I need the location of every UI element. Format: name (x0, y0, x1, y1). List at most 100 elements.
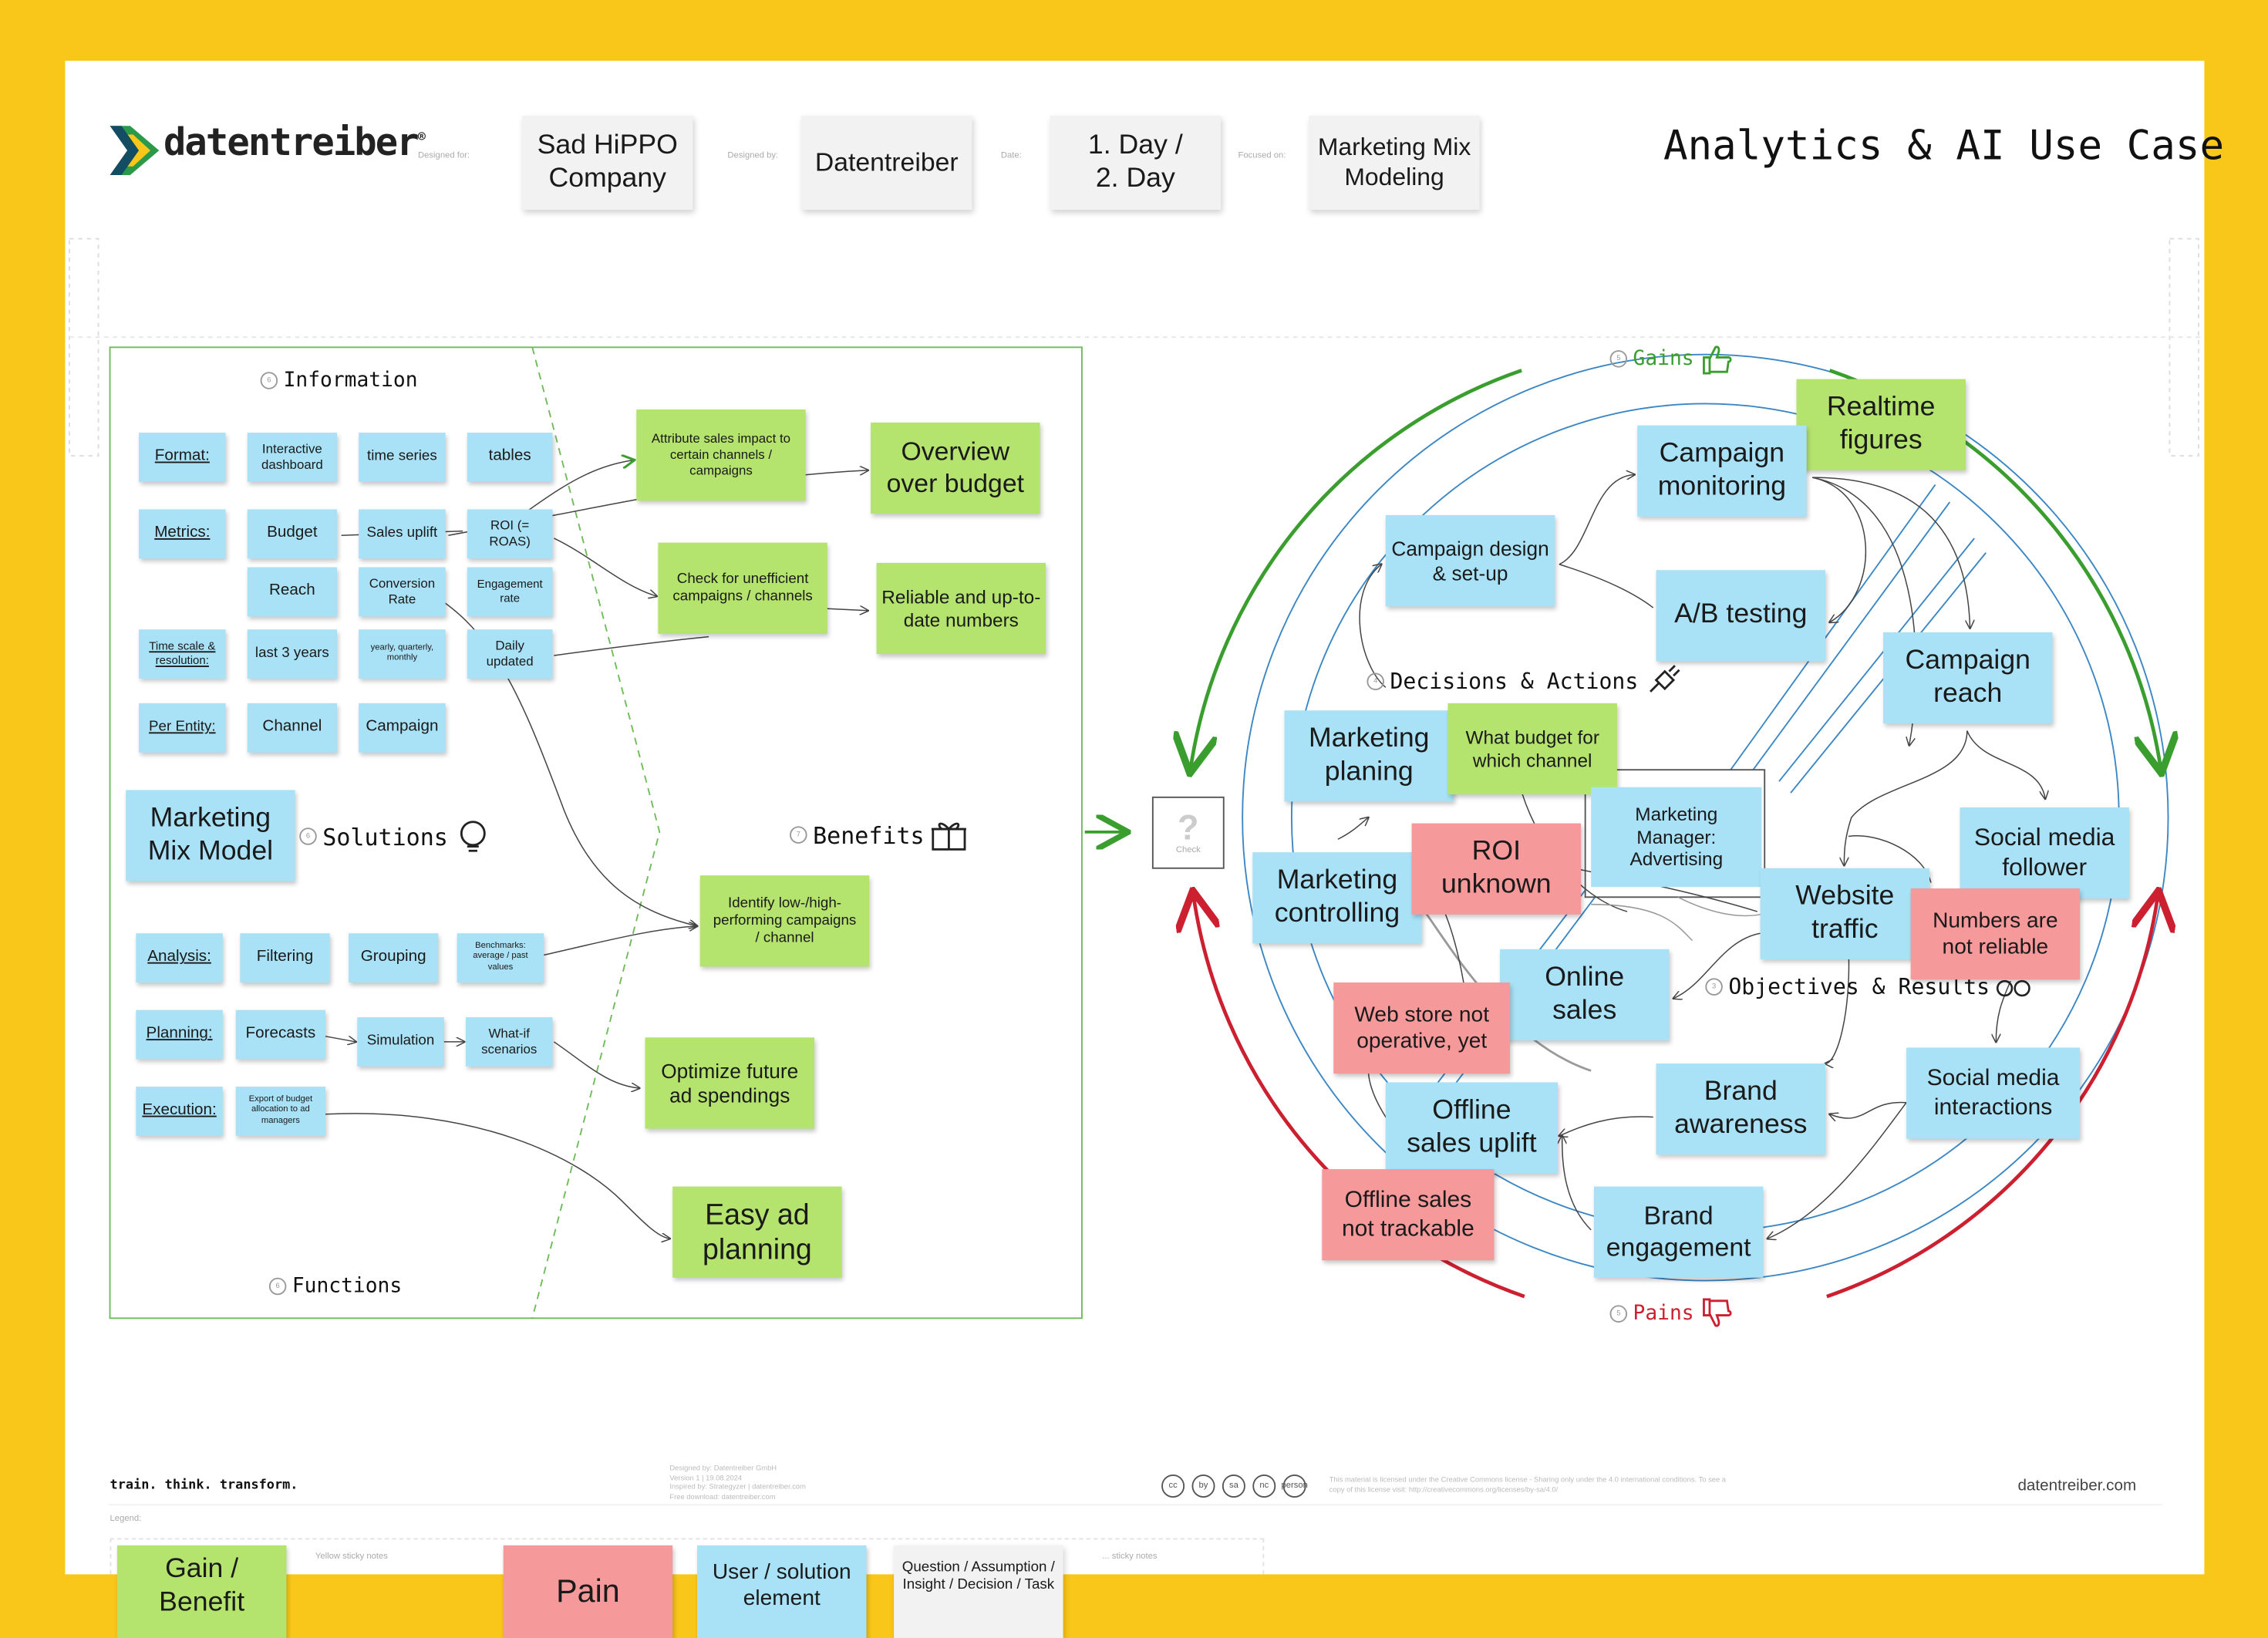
timescale-resolution[interactable]: yearly, quarterly, monthly (359, 629, 446, 679)
pain-offline-not-trackable[interactable]: Offline sales not trackable (1322, 1169, 1495, 1261)
campaign-design-setup[interactable]: Campaign design & set-up (1385, 514, 1555, 607)
legend-label: Legend: (110, 1515, 142, 1524)
timescale-last-3-years[interactable]: last 3 years (247, 629, 338, 679)
check-box (1151, 796, 1225, 869)
cc-sa-icon: sa (1222, 1474, 1245, 1498)
benefit-optimize-spendings[interactable]: Optimize future ad spendings (645, 1037, 814, 1129)
legend-gain: Gain / Benefit (116, 1545, 287, 1638)
format-tables[interactable]: tables (467, 433, 553, 482)
focused-on-label: Focused on: (1238, 152, 1286, 161)
metric-conversion-rate[interactable]: Conversion Rate (359, 567, 446, 617)
timescale-label[interactable]: Time scale & resolution: (139, 629, 226, 679)
benefit-easy-ad-planning[interactable]: Easy ad planning (672, 1186, 842, 1278)
metric-reach[interactable]: Reach (247, 567, 338, 617)
timescale-daily-updated[interactable]: Daily updated (467, 629, 553, 679)
online-sales[interactable]: Online sales (1499, 949, 1670, 1041)
side-tab-right (2169, 238, 2199, 457)
metric-engagement-rate[interactable]: Engagement rate (467, 567, 553, 617)
brand-engagement[interactable]: Brand engagement (1593, 1186, 1764, 1278)
format-interactive-dashboard[interactable]: Interactive dashboard (247, 433, 338, 482)
dashed-divider (531, 347, 661, 1319)
metrics-label[interactable]: Metrics: (139, 509, 226, 559)
gain-realtime-figures[interactable]: Realtime figures (1796, 379, 1966, 470)
pain-web-store[interactable]: Web store not operative, yet (1333, 982, 1511, 1074)
legend-outline (110, 1538, 1265, 1575)
entity-label[interactable]: Per Entity: (139, 703, 226, 753)
thumbs-down-icon (1703, 1298, 1732, 1327)
designed-by-value[interactable]: Datentreiber (801, 116, 972, 211)
benefit-identify-campaigns[interactable]: Identify low-/high-performing campaigns … (699, 875, 870, 967)
side-tab-left (69, 238, 99, 457)
benefit-attribute-sales[interactable]: Attribute sales impact to certain channe… (636, 409, 806, 501)
analysis-benchmarks[interactable]: Benchmarks: average / past values (457, 933, 544, 983)
results-icon (1996, 979, 2030, 997)
date-value[interactable]: 1. Day / 2. Day (1050, 116, 1222, 211)
page-title: Analytics & AI Use Case (1663, 121, 2225, 170)
cc-person-icon: person (1281, 1474, 1308, 1498)
social-media-follower[interactable]: Social media follower (1960, 807, 2129, 899)
footer-tagline: train. think. transform. (110, 1478, 298, 1494)
website-traffic[interactable]: Website traffic (1760, 868, 1930, 959)
metric-sales-uplift[interactable]: Sales uplift (359, 509, 446, 559)
metric-budget[interactable]: Budget (247, 509, 338, 559)
format-time-series[interactable]: time series (359, 433, 446, 482)
benefit-check-unefficient[interactable]: Check for unefficient campaigns / channe… (658, 542, 827, 634)
planning-forecasts[interactable]: Forecasts (235, 1009, 326, 1060)
legend-question: Question / Assumption / Insight / Decisi… (894, 1545, 1063, 1638)
footer-website[interactable]: datentreiber.com (2017, 1477, 2137, 1495)
legend-user-element: User / solution element (697, 1545, 867, 1638)
format-label[interactable]: Format: (139, 433, 226, 482)
check-box-content[interactable]: ? Check (1153, 797, 1224, 868)
thumbs-up-icon (1703, 345, 1732, 375)
legend-pain: Pain (503, 1545, 673, 1638)
entity-channel[interactable]: Channel (247, 703, 338, 753)
metric-roi[interactable]: ROI (= ROAS) (467, 509, 553, 559)
marketing-controlling[interactable]: Marketing controlling (1252, 852, 1422, 944)
pain-numbers-not-reliable[interactable]: Numbers are not reliable (1910, 888, 2081, 980)
execution-export[interactable]: Export of budget allocation to ad manage… (235, 1087, 326, 1136)
solution-marketing-mix-model[interactable]: Marketing Mix Model (126, 790, 295, 881)
brand-awareness[interactable]: Brand awareness (1656, 1063, 1826, 1155)
campaign-reach[interactable]: Campaign reach (1883, 632, 2053, 724)
cc-icon: cc (1161, 1474, 1185, 1498)
planning-simulation[interactable]: Simulation (357, 1017, 444, 1067)
question-icon: ? (1178, 807, 1199, 848)
datentreiber-logo-icon (110, 123, 160, 177)
pains-arc-right (1826, 895, 2158, 1299)
analysis-grouping[interactable]: Grouping (349, 933, 439, 983)
cc-by-icon: by (1191, 1474, 1215, 1498)
campaign-monitoring[interactable]: Campaign monitoring (1637, 425, 1807, 517)
analysis-label[interactable]: Analysis: (136, 933, 223, 983)
social-media-interactions[interactable]: Social media interactions (1906, 1047, 2081, 1139)
pains-arc-left (1193, 895, 1525, 1299)
execution-label[interactable]: Execution: (136, 1087, 223, 1136)
entity-campaign[interactable]: Campaign (359, 703, 446, 753)
benefit-reliable-numbers[interactable]: Reliable and up-to-date numbers (876, 562, 1046, 655)
brand-name: datentreiber® (163, 121, 426, 165)
designed-for-label: Designed for: (418, 152, 470, 161)
user-marketing-manager[interactable]: Marketing Manager: Advertising (1591, 787, 1762, 888)
gains-arc-left (1191, 369, 1522, 770)
lightbulb-icon (460, 821, 486, 852)
pain-roi-unknown[interactable]: ROI unknown (1411, 823, 1582, 915)
footer-license: This material is licensed under the Crea… (1329, 1475, 1727, 1495)
designed-for-value[interactable]: Sad HiPPO Company (522, 116, 693, 211)
cc-license-icons: cc by sa nc person (1161, 1474, 1308, 1498)
analysis-filtering[interactable]: Filtering (240, 933, 330, 983)
ab-testing[interactable]: A/B testing (1656, 570, 1826, 662)
planning-what-if[interactable]: What-if scenarios (465, 1017, 553, 1067)
check-label: Check (1175, 845, 1201, 854)
decision-budget-channel[interactable]: What budget for which channel (1447, 703, 1617, 795)
date-label: Date: (1000, 152, 1022, 161)
marketing-planing[interactable]: Marketing planing (1284, 710, 1454, 802)
focused-on-value[interactable]: Marketing Mix Modeling (1309, 116, 1480, 211)
offline-sales-uplift[interactable]: Offline sales uplift (1385, 1082, 1559, 1174)
benefit-overview-budget[interactable]: Overview over budget (871, 422, 1040, 514)
planning-label[interactable]: Planning: (136, 1009, 223, 1060)
